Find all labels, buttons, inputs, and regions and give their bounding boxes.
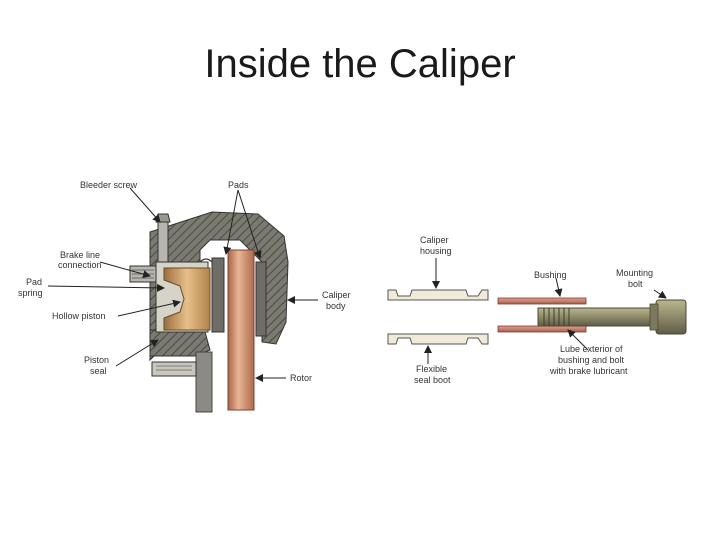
label-caliper-body-1: Caliper <box>322 290 351 300</box>
label-lube-2: bushing and bolt <box>558 355 625 365</box>
label-caliper-housing-1: Caliper <box>420 235 449 245</box>
label-flexible-boot-2: seal boot <box>414 375 451 385</box>
bushing-bottom <box>497 325 587 333</box>
label-pads: Pads <box>228 180 249 190</box>
label-mounting-bolt-2: bolt <box>628 279 643 289</box>
label-brake-line-1: Brake line <box>60 250 100 260</box>
label-brake-line-2: connection <box>58 260 102 270</box>
hollow-piston <box>163 267 211 331</box>
rotor <box>227 249 255 411</box>
bolt-callouts <box>424 258 667 364</box>
label-piston-seal-2: seal <box>90 366 107 376</box>
pad-spring <box>199 258 213 263</box>
label-lube-1: Lube exterior of <box>560 344 623 354</box>
label-pad-spring-1: Pad <box>26 277 42 287</box>
label-flexible-boot-1: Flexible <box>416 364 447 374</box>
bolt-head <box>655 299 687 335</box>
slide-title: Inside the Caliper <box>204 42 516 86</box>
hub <box>195 351 213 413</box>
piston-seal <box>151 361 197 377</box>
bolt-text: Caliper housing Bushing Mounting bolt Fl… <box>414 235 653 385</box>
bolt-shank <box>537 307 657 327</box>
label-bushing: Bushing <box>534 270 567 280</box>
label-hollow-piston: Hollow piston <box>52 311 106 321</box>
label-pad-spring-2: spring <box>18 288 43 298</box>
housing-top <box>387 289 489 301</box>
label-lube-3: with brake lubricant <box>549 366 628 376</box>
label-caliper-housing-2: housing <box>420 246 452 256</box>
bleeder-screw <box>157 221 169 263</box>
label-mounting-bolt-1: Mounting <box>616 268 653 278</box>
inner-pad <box>211 257 225 333</box>
label-piston-seal-1: Piston <box>84 355 109 365</box>
bolt-threads <box>543 308 570 326</box>
caliper-cross-section <box>129 211 289 413</box>
caliper-callouts <box>47 187 318 382</box>
bushing-top <box>497 297 587 305</box>
label-rotor: Rotor <box>290 373 312 383</box>
outer-pad <box>255 261 267 337</box>
label-bleeder-screw: Bleeder screw <box>80 180 138 190</box>
bolt-detail <box>387 289 687 345</box>
housing-bottom <box>387 333 489 345</box>
caliper-text: Bleeder screw Pads Brake line connection… <box>18 180 351 383</box>
label-caliper-body-2: body <box>326 301 346 311</box>
